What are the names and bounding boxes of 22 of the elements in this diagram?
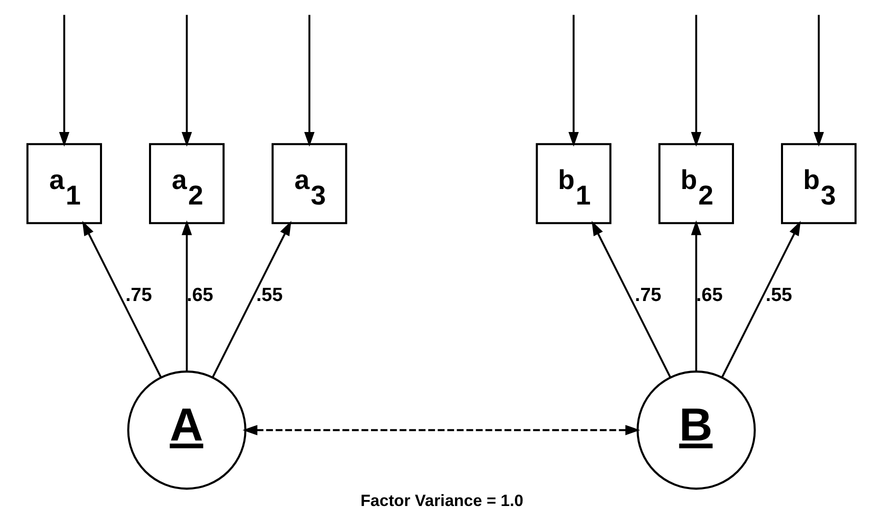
caption: Factor Variance = 1.0 [360,492,523,510]
edge-label: .75 [125,284,152,306]
node-circle: A [126,370,246,490]
edge-label: .55 [256,284,282,306]
arrow [568,14,578,147]
arrow [181,220,192,371]
edge-label: .75 [634,284,661,306]
arrow [813,14,824,147]
arrow [304,14,314,147]
arrow [720,220,800,378]
edge-label: .65 [186,284,213,306]
node-circle: B [636,370,756,490]
arrow [211,220,291,378]
arrow [58,14,69,147]
arrow [690,14,701,147]
arrow [181,14,192,147]
edge-label: .55 [765,284,792,306]
arrow [690,220,701,371]
arrow [82,220,162,378]
arrow [242,424,640,436]
arrow [591,220,671,378]
edge-label: .65 [696,284,722,306]
